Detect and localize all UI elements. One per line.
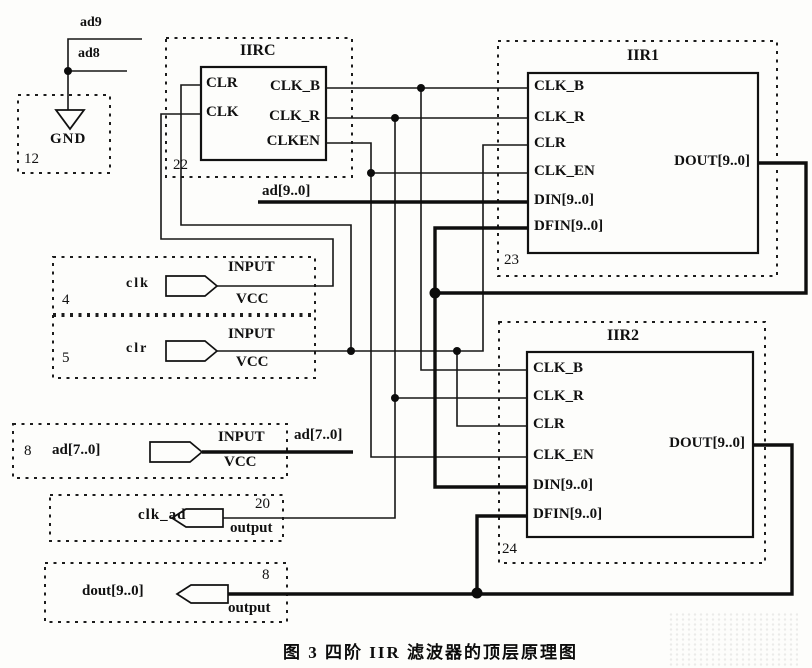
iir2-port-dfin: DFIN[9..0] <box>533 506 603 522</box>
iirc-port-clken: CLKEN <box>266 133 320 149</box>
figure-caption: 图 3 四阶 IIR 滤波器的顶层原理图 <box>283 643 579 662</box>
iir1-port-din: DIN[9..0] <box>534 192 594 208</box>
bus-iir1-dout-feedback <box>435 161 808 295</box>
clk-pin-number: 4 <box>62 292 70 308</box>
junction-dot <box>367 169 375 177</box>
output-pin-icon-dout <box>175 584 229 604</box>
iir2-port-clk-en: CLK_EN <box>533 447 594 463</box>
iirc-port-clk-b: CLK_B <box>269 78 320 94</box>
gnd-label: GND <box>50 131 87 147</box>
junction-dot <box>64 67 72 75</box>
wire-clkr-to-clk-ad <box>223 118 396 519</box>
clr-pin-name: clr <box>126 341 149 356</box>
junction-dot <box>347 347 355 355</box>
net-label-ad8: ad8 <box>78 46 100 61</box>
iirc-block-outline <box>165 37 353 178</box>
wire-clk-net <box>160 113 334 287</box>
clr-pin-vcc: VCC <box>236 354 269 370</box>
ad-pin-name: ad[7..0] <box>52 442 101 458</box>
input-pin-icon-ad <box>149 441 204 463</box>
iir1-port-clk-r: CLK_R <box>534 109 585 125</box>
iir2-title: IIR2 <box>607 327 640 344</box>
dout-pin-outline <box>44 562 288 623</box>
gnd-block-number: 12 <box>24 151 39 167</box>
ad-pin-outline <box>12 423 288 479</box>
junction-dot-bus <box>471 587 483 599</box>
iir2-block-outline <box>498 321 766 564</box>
clk-pin-name: clk <box>126 276 150 291</box>
input-pin-icon-clr <box>165 340 219 362</box>
clk-pin-vcc: VCC <box>236 291 269 307</box>
iir2-port-dout: DOUT[9..0] <box>669 435 745 451</box>
input-pin-icon-clk <box>165 275 219 297</box>
junction-dot <box>417 84 425 92</box>
iir1-port-dfin: DFIN[9..0] <box>534 218 604 234</box>
wire-clr-to-iirc <box>180 84 352 351</box>
clr-pin-number: 5 <box>62 350 70 366</box>
junction-dot <box>391 114 399 122</box>
wire-clkb-to-iir2 <box>420 88 527 371</box>
iirc-port-clr: CLR <box>206 75 238 91</box>
ad-pin-vcc: VCC <box>224 454 257 470</box>
wire-clken-to-iir2 <box>326 142 527 458</box>
iir2-port-clk-b: CLK_B <box>533 360 584 376</box>
iir1-port-clk-b: CLK_B <box>534 78 585 94</box>
iir1-port-clk-en: CLK_EN <box>534 163 595 179</box>
iir1-port-clr: CLR <box>534 135 566 151</box>
ground-symbol-icon <box>54 109 86 131</box>
bus-iir1-dout-to-dfin-and-iir2-din <box>433 226 528 489</box>
iir2-port-din: DIN[9..0] <box>533 477 593 493</box>
iir1-block-number: 23 <box>504 252 519 268</box>
iirc-port-clk: CLK <box>206 104 239 120</box>
net-label-ad9: ad9 <box>80 15 102 30</box>
iir2-port-clr: CLR <box>533 416 565 432</box>
wire-clr-to-iir2 <box>456 351 527 427</box>
junction-dot <box>453 347 461 355</box>
iir2-port-clk-r: CLK_R <box>533 388 584 404</box>
iir2-block-number: 24 <box>502 541 517 557</box>
iirc-title: IIRC <box>240 42 276 59</box>
bus-iir2-dout-to-dfin <box>475 514 527 593</box>
dout-pin-name: dout[9..0] <box>82 583 144 599</box>
net-label-ad78-bus: ad[7..0] <box>294 427 343 443</box>
clk-ad-pin-number: 20 <box>255 496 270 512</box>
iirc-port-clk-r: CLK_R <box>269 108 320 124</box>
iir1-port-dout: DOUT[9..0] <box>674 153 750 169</box>
output-pin-icon-clk-ad <box>170 508 224 528</box>
dout-pin-type: output <box>228 600 271 616</box>
ad-pin-number: 8 <box>24 443 32 459</box>
clr-pin-type: INPUT <box>228 326 275 342</box>
net-label-ad-bus: ad[9..0] <box>262 183 311 199</box>
wire-ad9-to-gnd <box>67 38 142 110</box>
iirc-block-number: 22 <box>173 157 188 173</box>
clk-pin-type: INPUT <box>228 259 275 275</box>
iir1-block-outline <box>497 40 778 277</box>
iir1-title: IIR1 <box>627 47 660 64</box>
junction-dot-bus <box>429 287 441 299</box>
ad-pin-type: INPUT <box>218 429 265 445</box>
junction-dot <box>391 394 399 402</box>
clk-ad-pin-name: clk_ad <box>138 507 187 523</box>
scan-artifact <box>668 612 798 667</box>
bus-iir2-dout-to-dout-pin <box>228 443 794 596</box>
clk-ad-pin-type: output <box>230 520 273 536</box>
dout-pin-number: 8 <box>262 567 270 583</box>
